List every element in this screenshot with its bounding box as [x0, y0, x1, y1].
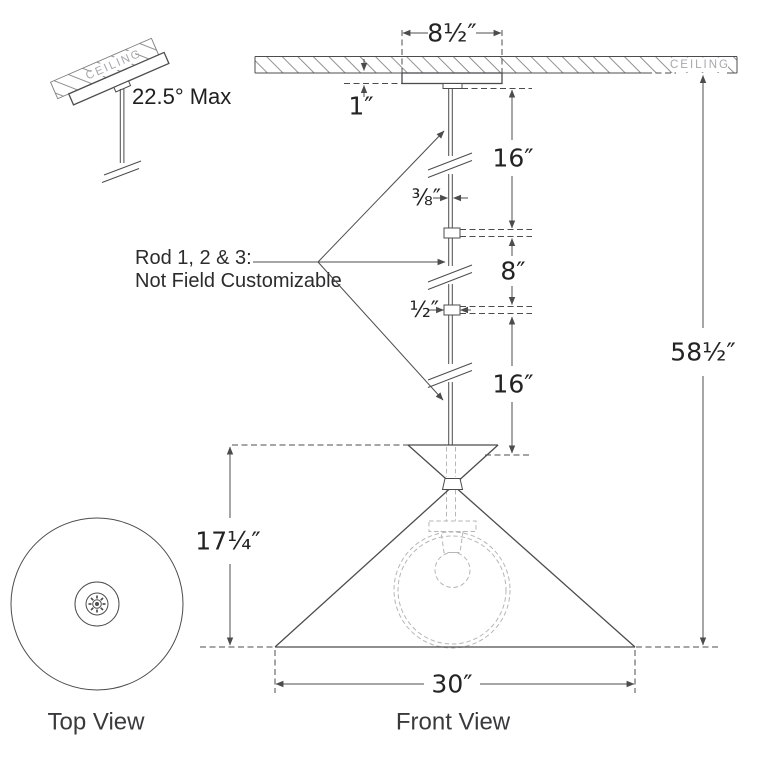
ceiling-label-backing [89, 48, 139, 81]
dim-shade-diameter: 30″ [274, 650, 636, 699]
dim-canopy-width-label: 8½″ [427, 19, 476, 48]
canopy [401, 72, 503, 85]
dim-canopy-height-label: 1″ [348, 92, 373, 121]
lamp-socket [440, 531, 464, 553]
rod-break-1-icon [427, 152, 473, 178]
rod-break-3-icon [427, 362, 473, 388]
dim-coupler-height: ½″ [409, 298, 471, 323]
front-view: CEILING 8½″ 1″ [135, 19, 738, 736]
dim-canopy-width: 8½″ [401, 19, 503, 82]
dim-rod-2-label: 8″ [500, 257, 525, 286]
sloped-canopy-collar [113, 80, 132, 93]
hidden-stem [446, 447, 456, 521]
dim-fixture-height-label: 17¼″ [195, 527, 260, 556]
sloped-ceiling-detail: CEILING 22.5° Max [49, 37, 231, 183]
ceiling-label-backing [672, 57, 728, 72]
max-angle-label: 22.5° Max [132, 84, 231, 109]
front-view-label: Front View [396, 709, 511, 736]
sloped-detail-rod [119, 89, 125, 163]
socket-flange [428, 520, 477, 532]
hanging-rod [427, 88, 473, 445]
rod-note-line1: Rod 1, 2 & 3: [135, 247, 252, 269]
dim-rod-3-label: 16″ [492, 370, 533, 399]
dim-fixture-height: 17¼″ [195, 446, 261, 646]
dim-rod-3: 16″ [492, 316, 534, 454]
hub-fitting [85, 592, 109, 616]
shade-neck [441, 478, 464, 490]
glass-globe-inner [397, 535, 507, 645]
light-bulb [434, 552, 471, 588]
rod-coupler-2 [443, 304, 461, 316]
dim-coupler-height-label: ½″ [409, 298, 439, 323]
canopy-stem-plate [442, 83, 463, 89]
shade-outline-circle [10, 517, 184, 691]
neck-circle [74, 581, 120, 627]
cone-shade [274, 444, 636, 648]
ceiling-band: CEILING [254, 56, 738, 74]
rod-coupler-1 [443, 227, 461, 239]
rod-break-2-icon [427, 264, 473, 290]
ceiling-hatch [255, 56, 737, 73]
dim-overall-drop: 58½″ [670, 74, 736, 646]
dim-overall-drop-label: 58½″ [670, 338, 735, 367]
top-view: Top View [10, 517, 184, 736]
dim-shade-diameter-label: 30″ [431, 670, 472, 699]
dim-canopy-height: 1″ [344, 59, 402, 121]
dim-rod-diameter-label: ⅜″ [411, 186, 441, 211]
rod-note-line2: Not Field Customizable [135, 270, 342, 292]
glass-globe-outer [393, 531, 511, 649]
rod-note: Rod 1, 2 & 3: Not Field Customizable [135, 130, 446, 401]
dim-rod-1-label: 16″ [492, 144, 533, 173]
hidden-internals [393, 447, 511, 649]
ceiling-label: CEILING [670, 59, 730, 71]
dim-rod-diameter: ⅜″ [411, 186, 468, 211]
sloped-rod-break-icon [101, 160, 142, 183]
top-view-label: Top View [48, 709, 146, 736]
dim-rod-2: 8″ [500, 237, 526, 306]
dim-rod-1: 16″ [492, 89, 534, 229]
